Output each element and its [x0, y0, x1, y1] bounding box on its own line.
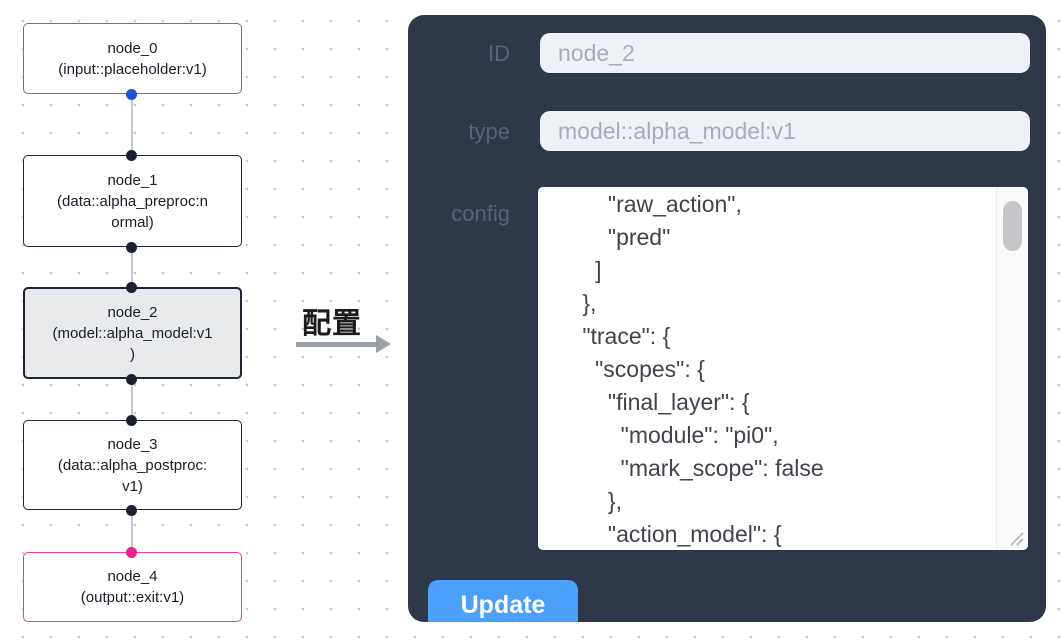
flow-node-node_4[interactable]: node_4 (output::exit:v1): [23, 552, 242, 622]
node-title: node_0: [107, 39, 158, 57]
config-json-editor[interactable]: "raw_action", "pred" ] }, "trace": { "sc…: [538, 187, 1028, 550]
flow-node-node_1[interactable]: node_1 (data::alpha_preproc:n ormal): [23, 155, 242, 247]
node-title: node_1: [107, 171, 158, 189]
node-title: node_2: [107, 303, 158, 321]
type-input[interactable]: [540, 111, 1030, 151]
update-button[interactable]: Update: [428, 580, 578, 622]
scrollbar-track[interactable]: [996, 187, 1028, 550]
node-subtitle: (input::placeholder:v1): [58, 60, 207, 78]
node-config-panel: ID type config "raw_action", "pred" ] },…: [408, 15, 1046, 622]
node_1-input-port[interactable]: [126, 150, 137, 161]
node_4-input-port[interactable]: [126, 547, 137, 558]
node-subtitle: (model::alpha_model:v1 ): [52, 324, 213, 363]
id-input[interactable]: [540, 33, 1030, 73]
node_2-input-port[interactable]: [126, 282, 137, 293]
config-field-label: config: [451, 201, 510, 226]
node_3-input-port[interactable]: [126, 415, 137, 426]
node-subtitle: (data::alpha_preproc:n ormal): [57, 192, 208, 231]
flow-node-node_0[interactable]: node_0 (input::placeholder:v1): [23, 23, 242, 94]
configure-label: 配置: [301, 308, 362, 340]
config-json-text: "raw_action", "pred" ] }, "trace": { "sc…: [582, 191, 824, 547]
node-subtitle: (data::alpha_postproc: v1): [57, 456, 208, 495]
node_1-output-port[interactable]: [126, 242, 137, 253]
flow-node-node_2-selected[interactable]: node_2 (model::alpha_model:v1 ): [23, 287, 242, 379]
id-field-label: ID: [488, 41, 510, 66]
right-arrow-icon: [296, 335, 391, 353]
node-subtitle: (output::exit:v1): [80, 589, 185, 606]
scrollbar-thumb[interactable]: [1003, 201, 1022, 251]
node-title: node_4: [107, 568, 158, 585]
node_0-output-port[interactable]: [126, 89, 137, 100]
type-field-label: type: [468, 119, 510, 144]
node_3-output-port[interactable]: [126, 505, 137, 516]
flow-node-node_3[interactable]: node_3 (data::alpha_postproc: v1): [23, 420, 242, 510]
node_2-output-port[interactable]: [126, 374, 137, 385]
node-title: node_3: [107, 435, 158, 453]
resize-handle-icon[interactable]: [1007, 529, 1025, 547]
